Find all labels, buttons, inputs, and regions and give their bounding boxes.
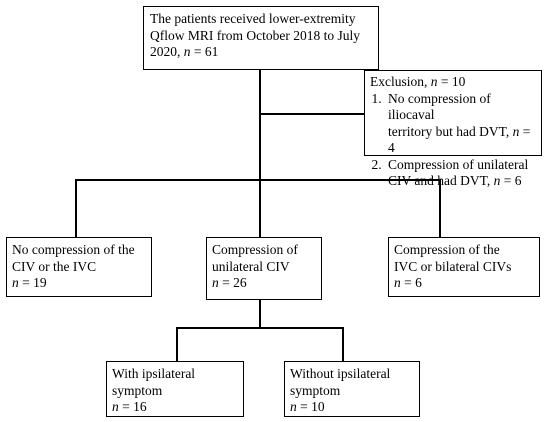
without-symptom-box: Without ipsilateral symptom n = 10 [284, 361, 420, 417]
ivc-bilateral-box: Compression of the IVC or bilateral CIVs… [388, 237, 540, 297]
ivc-bilateral-line2: IVC or bilateral CIVs [394, 258, 512, 274]
no-compression-line2: CIV or the IVC [12, 258, 97, 274]
unilateral-civ-box: Compression of unilateral CIV n = 26 [206, 237, 322, 300]
without-symptom-line2: symptom [290, 382, 341, 398]
connector-left-drop [75, 179, 77, 237]
patients-line3: 2020, n = 61 [150, 44, 219, 59]
with-symptom-line2: symptom [112, 382, 163, 398]
connector-level2-horizontal [176, 327, 344, 329]
patients-box: The patients received lower-extremity Qf… [143, 6, 379, 70]
connector-middle-down [259, 300, 261, 328]
connector-with-drop [176, 327, 178, 361]
unilateral-civ-line2: unilateral CIV [212, 258, 290, 274]
with-symptom-count: n = 16 [112, 399, 147, 414]
connector-top-vertical [259, 70, 261, 180]
no-compression-line1: No compression of the [12, 242, 135, 257]
connector-right-drop [439, 179, 441, 237]
without-symptom-line1: Without ipsilateral [290, 366, 391, 381]
unilateral-civ-count: n = 26 [212, 275, 247, 290]
exclusion-title: Exclusion, n = 10 [370, 74, 466, 89]
no-compression-box: No compression of the CIV or the IVC n =… [6, 237, 152, 297]
unilateral-civ-line1: Compression of [212, 242, 298, 257]
without-symptom-count: n = 10 [290, 399, 325, 414]
ivc-bilateral-count: n = 6 [394, 275, 422, 290]
patients-line2: Qflow MRI from October 2018 to July [150, 27, 360, 43]
connector-level1-horizontal [75, 179, 441, 181]
patients-line1: The patients received lower-extremity [150, 11, 356, 26]
exclusion-box: Exclusion, n = 10 No compression of ilio… [364, 70, 542, 188]
connector-exclusion [260, 113, 364, 115]
ivc-bilateral-line1: Compression of the [394, 242, 500, 257]
connector-without-drop [342, 327, 344, 361]
connector-middle-drop [259, 179, 261, 237]
with-symptom-line1: With ipsilateral [112, 366, 196, 381]
with-symptom-box: With ipsilateral symptom n = 16 [106, 361, 244, 417]
no-compression-count: n = 19 [12, 275, 47, 290]
